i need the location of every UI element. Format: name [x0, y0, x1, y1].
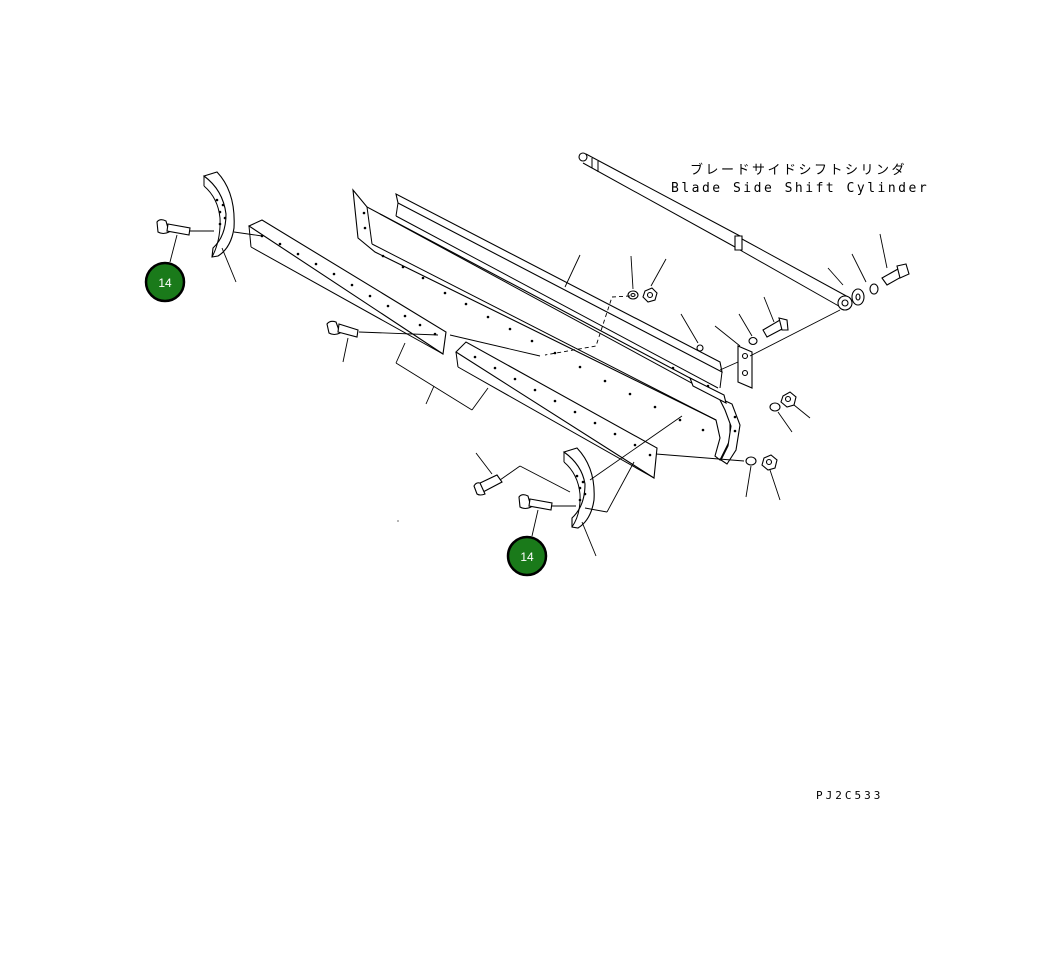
mounting-plate	[680, 296, 841, 389]
drawing-code: PJ2C533	[816, 789, 883, 802]
cutting-edge-left	[247, 219, 447, 355]
label-japanese: ブレードサイドシフトシリンダ	[690, 162, 907, 178]
upper-fasteners	[544, 255, 667, 356]
cylinder-label: ブレードサイドシフトシリンダ Blade Side Shift Cylinder	[671, 162, 929, 196]
right-fasteners	[655, 391, 811, 501]
lower-bolt	[473, 452, 571, 496]
callout-badge-1[interactable]: 14	[144, 261, 186, 303]
cutting-edge-right	[455, 341, 658, 479]
main-blade	[352, 188, 741, 465]
callout-badge-number: 14	[520, 550, 534, 564]
end-bit-left	[202, 171, 263, 283]
callout-badge-number: 14	[158, 276, 172, 290]
side-shift-cylinder	[578, 152, 853, 311]
blade-holes	[362, 211, 737, 433]
washer-small	[869, 283, 879, 295]
cutting-edge-bracket	[395, 342, 489, 411]
label-english: Blade Side Shift Cylinder	[671, 181, 929, 196]
end-bit-right-bolt	[518, 494, 576, 537]
middle-bolt	[326, 320, 541, 363]
end-bit-left-bolt	[156, 219, 214, 263]
cylinder-end-hardware	[827, 233, 910, 306]
callout-badge-2[interactable]: 14	[506, 535, 548, 577]
end-bit-right	[562, 415, 683, 557]
